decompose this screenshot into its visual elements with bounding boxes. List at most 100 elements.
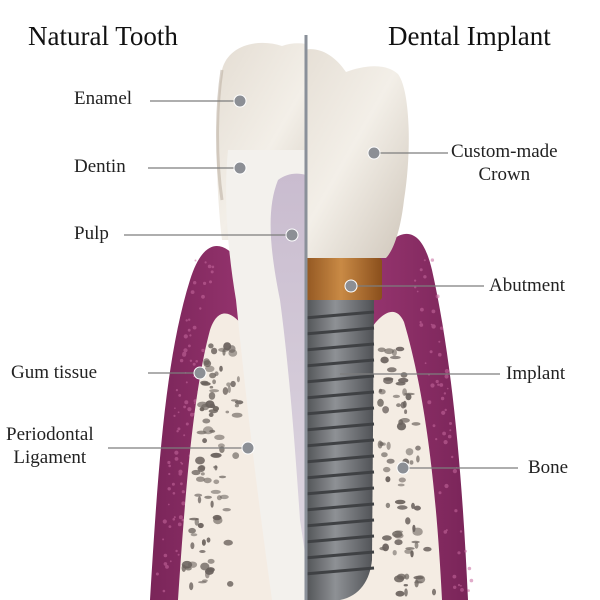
- gum-speck: [167, 460, 171, 465]
- bone-pore: [409, 460, 414, 465]
- bone-pore: [411, 540, 420, 544]
- bone-pore: [206, 537, 211, 543]
- bone-pore: [385, 502, 391, 509]
- gum-speck: [438, 352, 442, 357]
- bone-pore: [189, 582, 194, 591]
- bone-pore: [234, 403, 239, 408]
- gum-speck: [438, 491, 442, 495]
- bone-pore: [386, 441, 391, 450]
- bone-pore: [377, 347, 386, 353]
- bone-pore: [200, 472, 205, 476]
- bone-pore: [384, 348, 394, 355]
- label-dentin: Dentin: [74, 156, 126, 177]
- gum-speck: [444, 408, 447, 412]
- bone-pore: [415, 445, 421, 451]
- bone-pore: [411, 502, 415, 509]
- bone-pore: [197, 496, 202, 504]
- dental-implant-title: Dental Implant: [388, 21, 551, 51]
- bone-pore: [392, 550, 397, 556]
- bone-pore: [204, 495, 212, 499]
- gum-speck: [174, 457, 179, 461]
- gum-speck: [429, 350, 433, 354]
- bone-pore: [210, 453, 221, 458]
- gum-speck: [430, 383, 435, 388]
- bone-pore: [403, 584, 408, 587]
- gum-speck: [438, 340, 441, 343]
- bone-pore: [218, 347, 229, 352]
- bone-pore: [377, 398, 384, 407]
- gum-speck: [168, 464, 171, 468]
- bone-pore: [405, 547, 415, 550]
- gum-speck: [432, 424, 436, 428]
- bone-dot: [396, 461, 410, 475]
- bone-pore: [213, 479, 220, 485]
- gum-speck: [162, 589, 166, 593]
- gum-speck: [155, 572, 159, 576]
- gum-speck: [175, 389, 178, 392]
- gum-speck: [178, 515, 183, 520]
- bone-pore: [209, 385, 214, 389]
- implant-thread: [306, 534, 375, 544]
- gum-speck: [435, 438, 438, 441]
- bone-pore: [394, 533, 404, 539]
- bone-pore: [382, 535, 392, 541]
- gum-speck: [177, 522, 182, 527]
- bone-pore: [214, 434, 225, 440]
- gum-speck: [435, 294, 440, 299]
- implant-thread: [306, 390, 375, 400]
- pulp-canal: [270, 173, 306, 560]
- crown-dot: [367, 146, 381, 160]
- bone-pore: [394, 530, 404, 533]
- gum-speck: [178, 469, 183, 474]
- gum-speck: [181, 490, 185, 494]
- gum-speck: [207, 264, 212, 269]
- bone-pore: [227, 581, 234, 587]
- periodontal-dot: [241, 441, 255, 455]
- gum-speck: [467, 589, 470, 592]
- gum-speck: [194, 259, 197, 262]
- bone-pore: [202, 418, 211, 424]
- bone-pore: [211, 347, 218, 355]
- bone-pore: [380, 356, 389, 364]
- bone-pore: [394, 575, 405, 583]
- gum-speck: [427, 400, 432, 405]
- bone-pore: [394, 539, 403, 546]
- bone-pore: [226, 382, 231, 387]
- gum-speck: [177, 553, 180, 556]
- bone-pore: [412, 527, 423, 536]
- bone-pore: [203, 360, 212, 368]
- bone-pore: [236, 376, 240, 383]
- bone-pore: [201, 539, 206, 546]
- gum-speck: [209, 280, 212, 284]
- gum-speck: [420, 307, 424, 312]
- label-abutment: Abutment: [489, 275, 565, 296]
- gum-speck: [189, 334, 192, 337]
- gum-speck: [460, 584, 462, 587]
- gum-speck: [442, 431, 446, 436]
- gum-speck: [187, 407, 192, 412]
- bone-pore: [219, 365, 223, 372]
- bone-pore: [196, 430, 207, 435]
- gum-speck: [419, 268, 423, 272]
- dentin-dot: [233, 161, 247, 175]
- gum-speck: [212, 265, 214, 268]
- bone-pore: [402, 400, 407, 408]
- label-crown-line2: Crown: [478, 163, 531, 185]
- bone-pore: [395, 346, 405, 352]
- gum-speck: [192, 362, 196, 366]
- bone-pore: [190, 533, 198, 537]
- bone-pore: [199, 407, 205, 412]
- gum-speck: [457, 551, 461, 555]
- implant-thread: [306, 422, 375, 432]
- gum-speck: [188, 344, 191, 348]
- implant-threads: [306, 310, 375, 576]
- bone-pore: [222, 387, 229, 395]
- bone-pore: [230, 380, 236, 388]
- implant-thread: [306, 550, 375, 560]
- gum-speck: [183, 405, 187, 409]
- implant-thread: [306, 374, 375, 384]
- label-custom-crown: Custom-made Crown: [451, 141, 558, 187]
- bone-pore: [194, 518, 199, 526]
- bone-pore: [413, 505, 421, 511]
